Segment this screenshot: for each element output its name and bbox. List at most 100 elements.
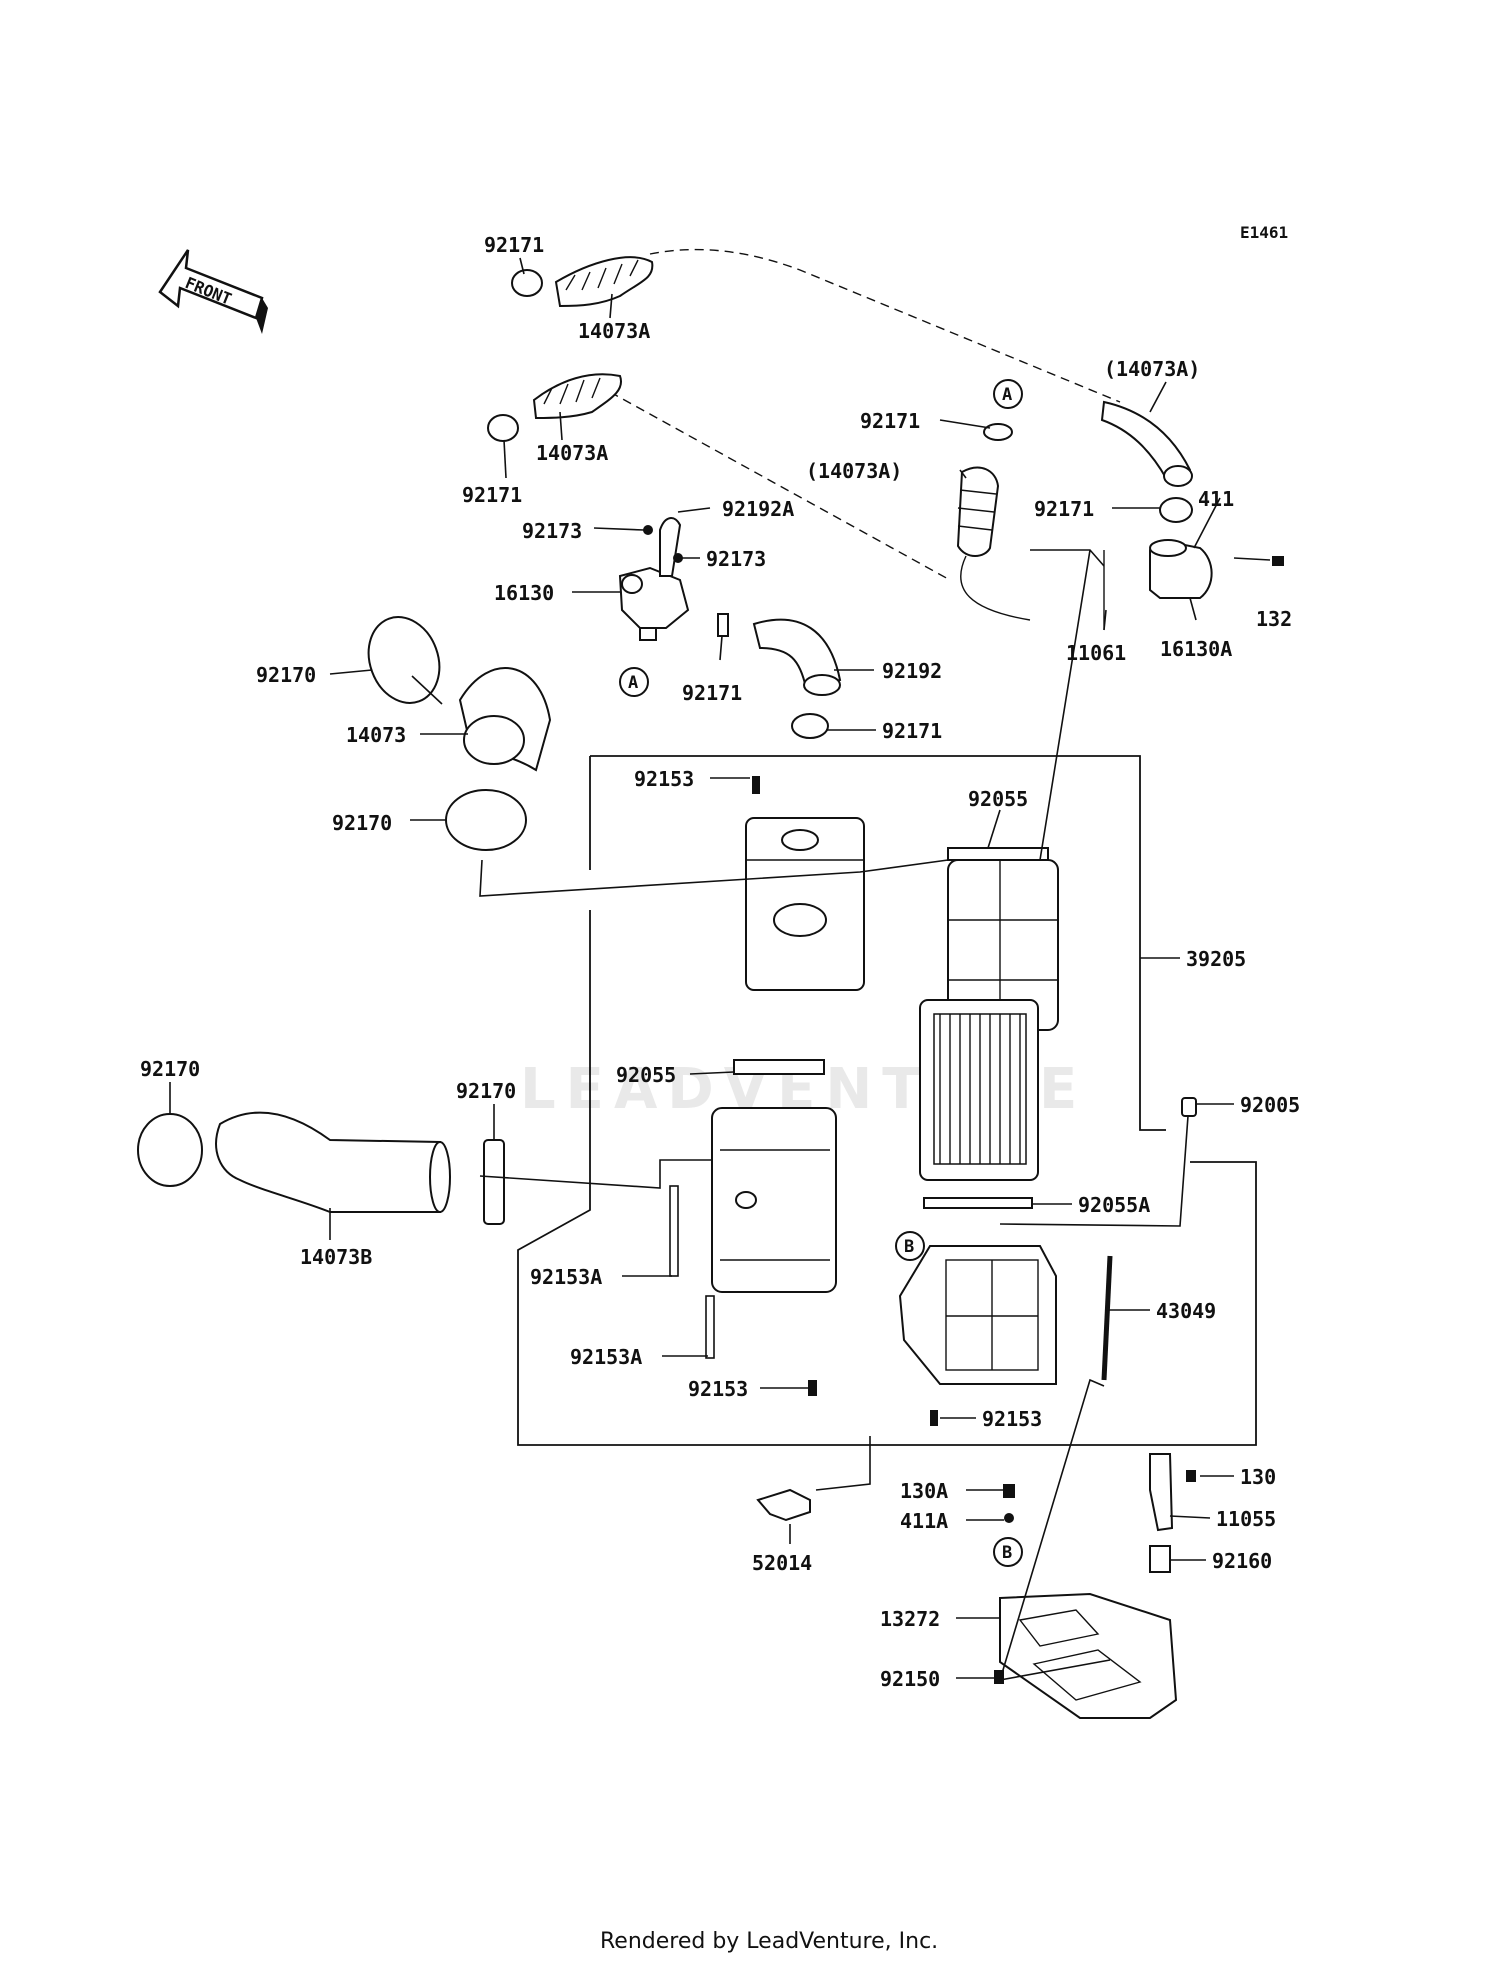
label-14073: 14073 — [346, 723, 406, 747]
sensor-52014 — [756, 1488, 811, 1522]
hose-14073B — [215, 1111, 451, 1213]
svg-text:A: A — [628, 673, 638, 693]
label-11055: 11055 — [1216, 1507, 1276, 1531]
radiator-grid — [919, 999, 1039, 1181]
label-411A: 411A — [900, 1509, 948, 1533]
washer-411A — [1004, 1513, 1014, 1523]
elbow-14073 — [458, 666, 552, 772]
label-92173-left: 92173 — [522, 519, 582, 543]
clamp-92171-below-92192 — [791, 713, 829, 739]
valve-16130 — [618, 566, 690, 641]
bolt-92153-lower-right — [930, 1410, 938, 1426]
bolt-92153-lower-left — [808, 1380, 817, 1396]
leader-lines — [169, 257, 1271, 1681]
front-direction-arrow: FRONT — [158, 249, 268, 334]
label-92153-top: 92153 — [634, 767, 694, 791]
label-92171-below-92192: 92171 — [882, 719, 942, 743]
clamp-92170-mid — [445, 789, 527, 851]
label-92170-left: 92170 — [140, 1057, 200, 1081]
clamp-92171-top — [511, 269, 543, 297]
label-130A: 130A — [900, 1479, 948, 1503]
assembly-frames — [517, 755, 1257, 1446]
label-92171-mid-left: 92171 — [462, 483, 522, 507]
clamp-92171-center — [983, 423, 1013, 441]
label-92153A-upper: 92153A — [530, 1265, 602, 1289]
label-92055-mid: 92055 — [616, 1063, 676, 1087]
gasket-92055-top — [947, 847, 1049, 861]
diagram-ref-label: E1461 — [1240, 223, 1288, 242]
label-92192: 92192 — [882, 659, 942, 683]
label-92192A: 92192A — [722, 497, 794, 521]
label-92170-mid: 92170 — [332, 811, 392, 835]
label-92005: 92005 — [1240, 1093, 1300, 1117]
label-43049: 43049 — [1156, 1299, 1216, 1323]
clip-92173-left — [643, 525, 653, 535]
gasket-92055-mid — [733, 1059, 825, 1075]
hose-14073A-top — [554, 256, 654, 308]
label-16130: 16130 — [494, 581, 554, 605]
label-92153A-lower: 92153A — [570, 1345, 642, 1369]
label-92160: 92160 — [1212, 1549, 1272, 1573]
label-14073A-paren-center: (14073A) — [806, 459, 902, 483]
label-92170-center: 92170 — [456, 1079, 516, 1103]
bolt-92150 — [994, 1670, 1004, 1684]
bolt-92153-top — [752, 776, 760, 794]
label-92150: 92150 — [880, 1667, 940, 1691]
label-14073A-paren-right: (14073A) — [1104, 357, 1200, 381]
hose-14073A-center — [956, 466, 1031, 621]
bolt-92153A-lower — [705, 1295, 715, 1359]
hose-14073A-mid — [532, 373, 623, 420]
label-92171-right: 92171 — [1034, 497, 1094, 521]
label-16130A: 16130A — [1160, 637, 1232, 661]
clamp-92170-center — [483, 1139, 505, 1225]
sensor-92005 — [1181, 1097, 1197, 1117]
label-92171-center: 92171 — [860, 409, 920, 433]
svg-text:B: B — [1002, 1543, 1012, 1563]
label-14073A-mid: 14073A — [536, 441, 608, 465]
footer-credit: Rendered by LeadVenture, Inc. — [600, 1929, 938, 1954]
spacer-92160 — [1149, 1545, 1171, 1573]
label-92055A: 92055A — [1078, 1193, 1150, 1217]
clip-92173-right — [673, 553, 683, 563]
label-39205: 39205 — [1186, 947, 1246, 971]
clamp-92171-right — [1159, 497, 1193, 523]
rod-43049 — [1101, 1255, 1113, 1381]
callout-circle-b1: B — [895, 1231, 925, 1261]
lower-intercooler-tank — [898, 1245, 1057, 1385]
hose-92192 — [752, 618, 842, 696]
label-92153-lower-right: 92153 — [982, 1407, 1042, 1431]
bolt-130A — [1003, 1484, 1015, 1498]
callout-circle-b2: B — [993, 1537, 1023, 1567]
label-92171-lower-center: 92171 — [682, 681, 742, 705]
clamp-92171-mid — [487, 414, 519, 442]
label-11061: 11061 — [1066, 641, 1126, 665]
label-14073B: 14073B — [300, 1245, 372, 1269]
label-92055-top: 92055 — [968, 787, 1028, 811]
hose-92192A — [659, 517, 682, 577]
bolt-132 — [1272, 556, 1284, 566]
label-52014: 52014 — [752, 1551, 812, 1575]
dashed-routing-lines — [609, 248, 1121, 581]
svg-text:A: A — [1002, 385, 1012, 405]
label-13272: 13272 — [880, 1607, 940, 1631]
label-14073A-top: 14073A — [578, 319, 650, 343]
clamp-92170-left — [137, 1113, 203, 1187]
hose-14073A-right — [1100, 400, 1193, 487]
callout-circle-a1: A — [993, 379, 1023, 409]
intercooler-core — [947, 859, 1059, 1031]
label-92173-right: 92173 — [706, 547, 766, 571]
bracket-11055 — [1149, 1453, 1174, 1532]
clamp-92170-upper — [367, 616, 441, 704]
bolt-92153A-upper — [669, 1185, 679, 1277]
plate-13272 — [999, 1592, 1178, 1719]
callout-circle-a2: A — [619, 667, 649, 697]
lower-cover-plate — [711, 1107, 837, 1293]
upper-cover-plate — [745, 817, 865, 991]
label-92170-upper: 92170 — [256, 663, 316, 687]
label-92171-top: 92171 — [484, 233, 544, 257]
label-411: 411 — [1198, 487, 1234, 511]
part-16130A — [1149, 539, 1213, 599]
clamp-92171-lower-center — [717, 613, 729, 637]
label-92153-lower-left: 92153 — [688, 1377, 748, 1401]
